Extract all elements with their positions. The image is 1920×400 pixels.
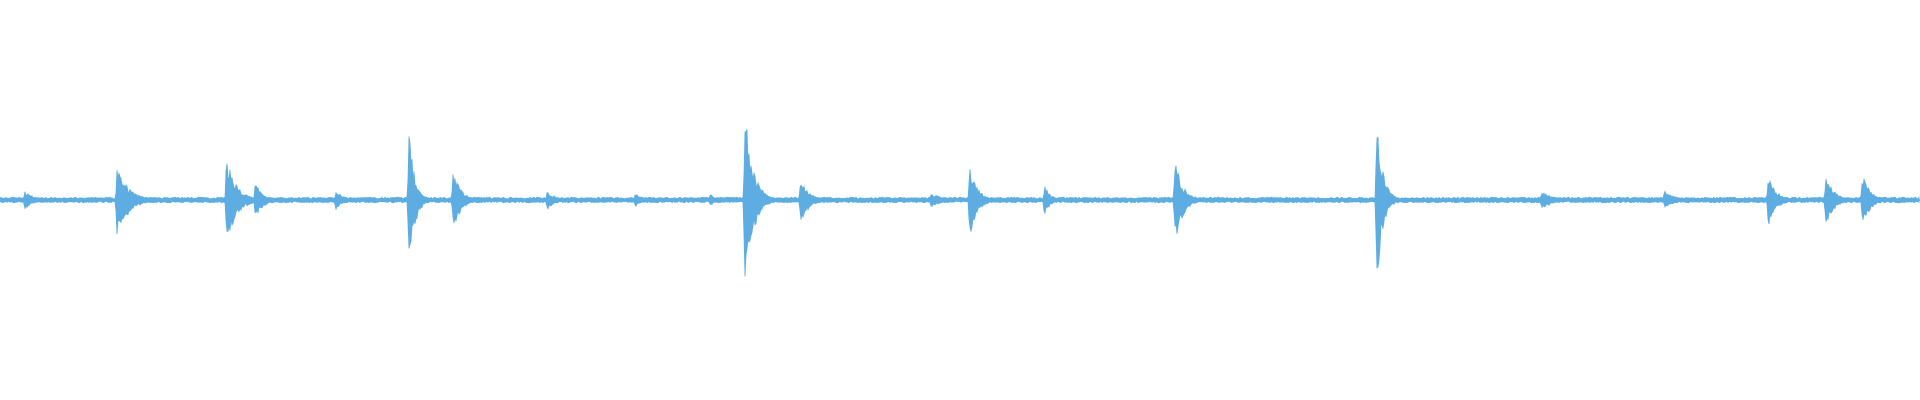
waveform-channel [0, 129, 1920, 277]
waveform-path [0, 129, 1920, 277]
